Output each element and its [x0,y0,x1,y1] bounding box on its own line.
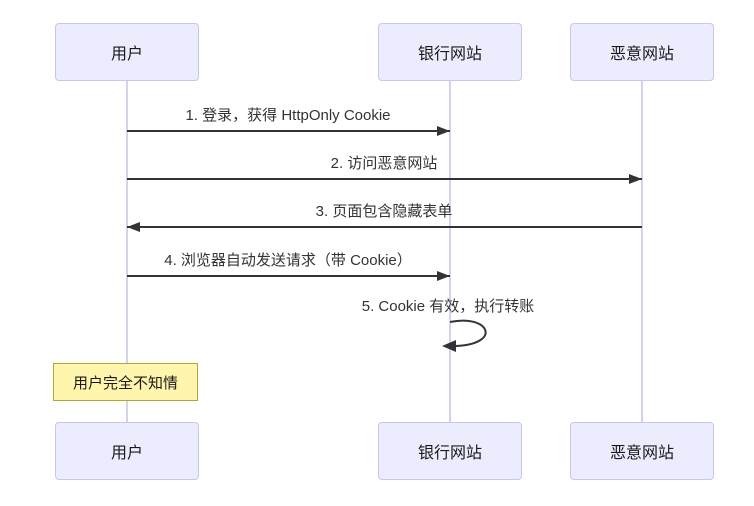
message-2-label: 2. 访问恶意网站 [330,155,438,172]
message-4-arrowhead-icon [437,271,450,281]
message-4-line [127,275,450,277]
lifeline-user [126,81,128,422]
note-text: 用户完全不知情 [72,374,178,392]
message-5-label: 5. Cookie 有效，执行转账 [361,298,535,315]
actor-top-bank: 银行网站 [378,23,522,81]
message-2-line [127,178,642,180]
actor-bottom-bank: 银行网站 [378,422,522,480]
actor-label: 恶意网站 [609,46,674,63]
message-1-line [127,130,450,132]
lifeline-bank [449,81,451,422]
actor-label: 银行网站 [417,445,482,462]
actor-bottom-evil: 恶意网站 [570,422,714,480]
actor-bottom-user: 用户 [55,422,199,480]
message-3-line [127,226,642,228]
actor-label: 用户 [110,46,143,63]
actor-top-user: 用户 [55,23,199,81]
lifeline-evil [641,81,643,422]
message-2-arrowhead-icon [629,174,642,184]
message-4-label: 4. 浏览器自动发送请求（带 Cookie） [164,252,412,269]
actor-label: 银行网站 [417,46,482,63]
note-box: 用户完全不知情 [53,363,198,401]
actor-top-evil: 恶意网站 [570,23,714,81]
actor-label: 恶意网站 [609,445,674,462]
message-5-self-loop-arrow-icon [442,319,487,352]
message-3-arrowhead-icon [127,222,140,232]
message-1-arrowhead-icon [437,126,450,136]
actor-label: 用户 [110,445,143,462]
message-1-label: 1. 登录，获得 HttpOnly Cookie [185,107,391,124]
message-3-label: 3. 页面包含隐藏表单 [315,203,453,220]
